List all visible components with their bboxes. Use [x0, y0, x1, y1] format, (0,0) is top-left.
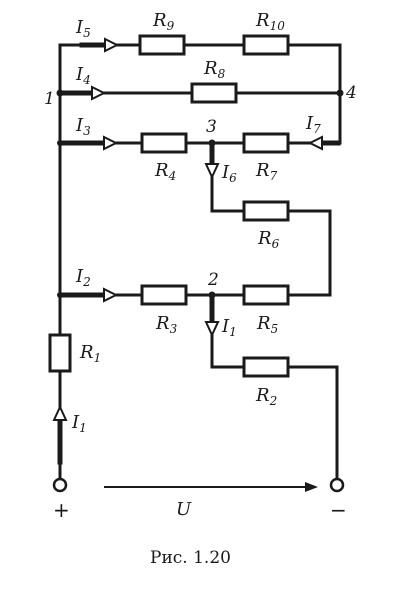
resistor-r3 — [140, 284, 188, 306]
minus-sign: − — [330, 498, 347, 522]
label-r4: R4 — [154, 160, 176, 183]
resistor-r10 — [242, 34, 290, 56]
resistors — [48, 34, 290, 378]
wires — [58, 43, 342, 488]
resistor-r1 — [48, 333, 72, 373]
voltage-arrowhead-icon — [305, 482, 318, 492]
label-r5: R5 — [256, 313, 278, 336]
i3-arrow-icon — [103, 135, 119, 151]
label-i4: I4 — [75, 64, 91, 87]
resistor-r4 — [140, 132, 188, 154]
resistor-r9 — [138, 34, 186, 56]
label-i5: I5 — [75, 17, 91, 40]
label-r9: R9 — [152, 10, 175, 33]
label-i7: I7 — [305, 113, 321, 136]
resistor-r5 — [242, 284, 290, 306]
resistor-r6 — [242, 200, 290, 222]
label-i3: I3 — [75, 115, 91, 138]
label-r1: R1 — [79, 342, 101, 365]
label-i2: I2 — [75, 266, 91, 289]
i5-arrow-icon — [104, 37, 120, 53]
figure-caption: Рис. 1.20 — [150, 548, 231, 568]
resistor-r7 — [242, 132, 290, 154]
i4-arrow-icon — [91, 85, 107, 101]
i2-arrow-icon — [103, 287, 119, 303]
minus-terminal — [329, 477, 345, 493]
label-r3: R3 — [155, 313, 178, 336]
plus-terminal — [52, 477, 68, 493]
label-r2: R2 — [255, 385, 277, 408]
current-arrows — [52, 37, 341, 492]
node-label-4: 4 — [345, 83, 357, 103]
node-label-3: 3 — [206, 117, 217, 137]
junction-node-4 — [336, 89, 344, 97]
i6-arrow-icon — [204, 163, 220, 180]
label-r8: R8 — [203, 58, 226, 81]
node-label-2: 2 — [207, 270, 219, 290]
label-r7: R7 — [255, 160, 278, 183]
current-labels: I5 I4 I3 I7 I6 I2 I1 I1 — [71, 17, 321, 435]
label-r10: R10 — [255, 10, 285, 33]
label-i1-mid: I1 — [221, 316, 237, 339]
label-i1-left: I1 — [71, 412, 87, 435]
plus-sign: + — [53, 498, 70, 522]
resistor-labels: R9 R10 R8 R4 R7 R6 R3 R5 R2 R1 — [79, 10, 285, 408]
resistor-r2 — [242, 356, 290, 378]
junctions — [56, 89, 344, 299]
voltage-label: U — [176, 499, 192, 520]
i1-mid-arrow-icon — [204, 321, 220, 338]
label-i6: I6 — [221, 162, 237, 185]
node-label-1: 1 — [44, 89, 55, 109]
resistor-r8 — [190, 82, 238, 104]
label-r6: R6 — [257, 228, 280, 251]
i1-left-arrow-icon — [52, 404, 68, 421]
i7-arrow-icon — [307, 135, 323, 151]
